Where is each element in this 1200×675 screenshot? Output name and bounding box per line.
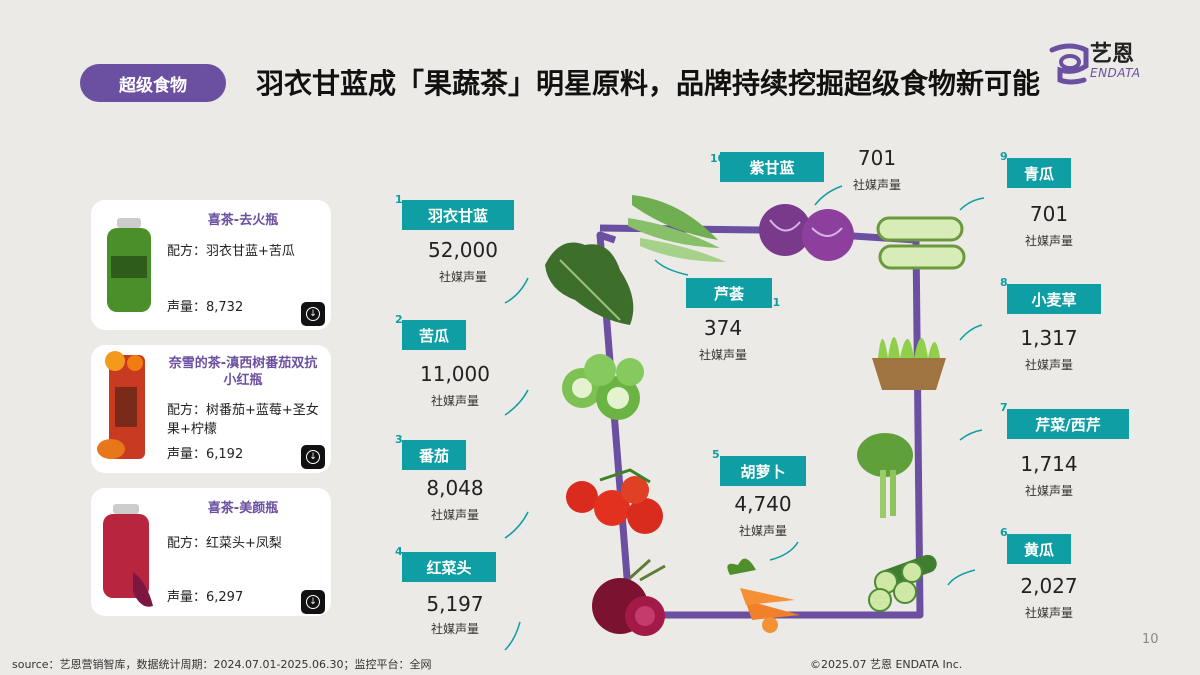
value-celery: 1,714 (1020, 452, 1078, 476)
footer-source: source：艺恩营销智库，数据统计周期：2024.07.01-2025.06.… (12, 658, 432, 671)
download-icon: ↓ (306, 450, 320, 464)
card-title: 喜茶-去火瓶 (207, 213, 279, 228)
rank-4: 4 (395, 545, 403, 558)
label-wheatgrass: 小麦草 (1007, 284, 1101, 314)
tomato-image (566, 468, 663, 534)
rank-2: 2 (395, 313, 403, 326)
logo-text-en: ENDATA (1090, 66, 1141, 80)
footer-copyright: ©2025.07 艺恩 ENDATA Inc. (810, 658, 963, 671)
label-cucumber: 黄瓜 (1007, 534, 1071, 564)
wheatgrass-image (872, 337, 946, 390)
card-volume: 声量：6,192 (167, 447, 244, 462)
unit-green-melon: 社媒声量 (1024, 234, 1073, 248)
download-button[interactable]: ↓ (301, 302, 325, 326)
unit-wheatgrass: 社媒声量 (1024, 358, 1073, 372)
endata-logo-icon (1049, 43, 1089, 85)
value-red-cabbage: 701 (857, 146, 897, 170)
kale-image (545, 242, 634, 325)
logo-text-cn: 艺恩 (1090, 42, 1135, 67)
value-beetroot: 5,197 (426, 592, 484, 616)
label-kale: 羽衣甘蓝 (402, 200, 514, 230)
rank-11: 11 (765, 296, 781, 309)
card-formula: 配方：红菜头+凤梨 (167, 536, 282, 551)
value-wheatgrass: 1,317 (1020, 326, 1078, 350)
unit-aloe: 社媒声量 (698, 348, 747, 362)
unit-beetroot: 社媒声量 (430, 622, 479, 636)
download-button[interactable]: ↓ (301, 445, 325, 469)
section-tag: 超级食物 (80, 64, 226, 102)
rank-7: 7 (1000, 401, 1008, 414)
card-volume: 声量：6,297 (167, 590, 244, 605)
value-cucumber: 2,027 (1020, 574, 1078, 598)
unit-cucumber: 社媒声量 (1024, 606, 1073, 620)
rank-1: 1 (395, 193, 403, 206)
download-icon: ↓ (306, 307, 320, 321)
rank-6: 6 (1000, 526, 1008, 539)
label-celery: 芹菜/西芹 (1007, 409, 1129, 439)
card-title: 奈雪的茶-滇西树番茄双抗小红瓶 (168, 356, 318, 388)
product-card-2: 奈雪的茶-滇西树番茄双抗小红瓶 配方：树番茄+蓝莓+圣女果+柠檬 声量：6,19… (91, 345, 331, 473)
value-tomato: 8,048 (426, 476, 484, 500)
label-carrot: 胡萝卜 (720, 456, 806, 486)
rank-3: 3 (395, 433, 403, 446)
unit-celery: 社媒声量 (1024, 484, 1073, 498)
card-formula: 配方：树番茄+蓝莓+圣女果+柠檬 (167, 403, 319, 437)
value-aloe: 374 (703, 316, 743, 340)
bitter-gourd-image (562, 354, 644, 420)
download-button[interactable]: ↓ (301, 590, 325, 614)
card-volume: 声量：8,732 (167, 300, 244, 315)
beet-juice-bottle-image (103, 504, 153, 607)
unit-bitter-gourd: 社媒声量 (430, 394, 479, 408)
label-beetroot: 红菜头 (402, 552, 496, 582)
page-title: 羽衣甘蓝成「果蔬茶」明星原料，品牌持续挖掘超级食物新可能 (256, 67, 1041, 100)
red-fruit-bottle-image (97, 351, 145, 459)
value-green-melon: 701 (1029, 202, 1069, 226)
card-title: 喜茶-美颜瓶 (207, 501, 279, 516)
label-tomato: 番茄 (402, 440, 466, 470)
page-number: 10 (1142, 632, 1159, 647)
label-aloe: 芦荟 (686, 278, 772, 308)
value-bitter-gourd: 11,000 (420, 362, 490, 386)
card-formula: 配方：羽衣甘蓝+苦瓜 (167, 244, 295, 259)
aloe-image (628, 195, 726, 262)
rank-8: 8 (1000, 276, 1008, 289)
download-icon: ↓ (306, 595, 320, 609)
green-melon-image (876, 216, 966, 270)
label-bitter-gourd: 苦瓜 (402, 320, 466, 350)
value-kale: 52,000 (428, 238, 498, 262)
rank-5: 5 (712, 448, 720, 461)
product-card-3: 喜茶-美颜瓶 配方：红菜头+凤梨 声量：6,297 ↓ (91, 488, 331, 616)
unit-carrot: 社媒声量 (738, 524, 787, 538)
red-cabbage-image (759, 204, 854, 261)
carrot-image (727, 558, 800, 633)
beetroot-image (592, 558, 666, 636)
cucumber-image (868, 554, 937, 612)
product-card-1: 喜茶-去火瓶 配方：羽衣甘蓝+苦瓜 声量：8,732 ↓ (91, 200, 331, 330)
unit-red-cabbage: 社媒声量 (852, 178, 901, 192)
celery-image (857, 433, 913, 518)
label-green-melon: 青瓜 (1007, 158, 1071, 188)
value-carrot: 4,740 (734, 492, 792, 516)
unit-kale: 社媒声量 (438, 270, 487, 284)
green-juice-bottle-image (107, 218, 151, 312)
rank-9: 9 (1000, 150, 1008, 163)
label-red-cabbage: 紫甘蓝 (720, 152, 824, 182)
unit-tomato: 社媒声量 (430, 508, 479, 522)
